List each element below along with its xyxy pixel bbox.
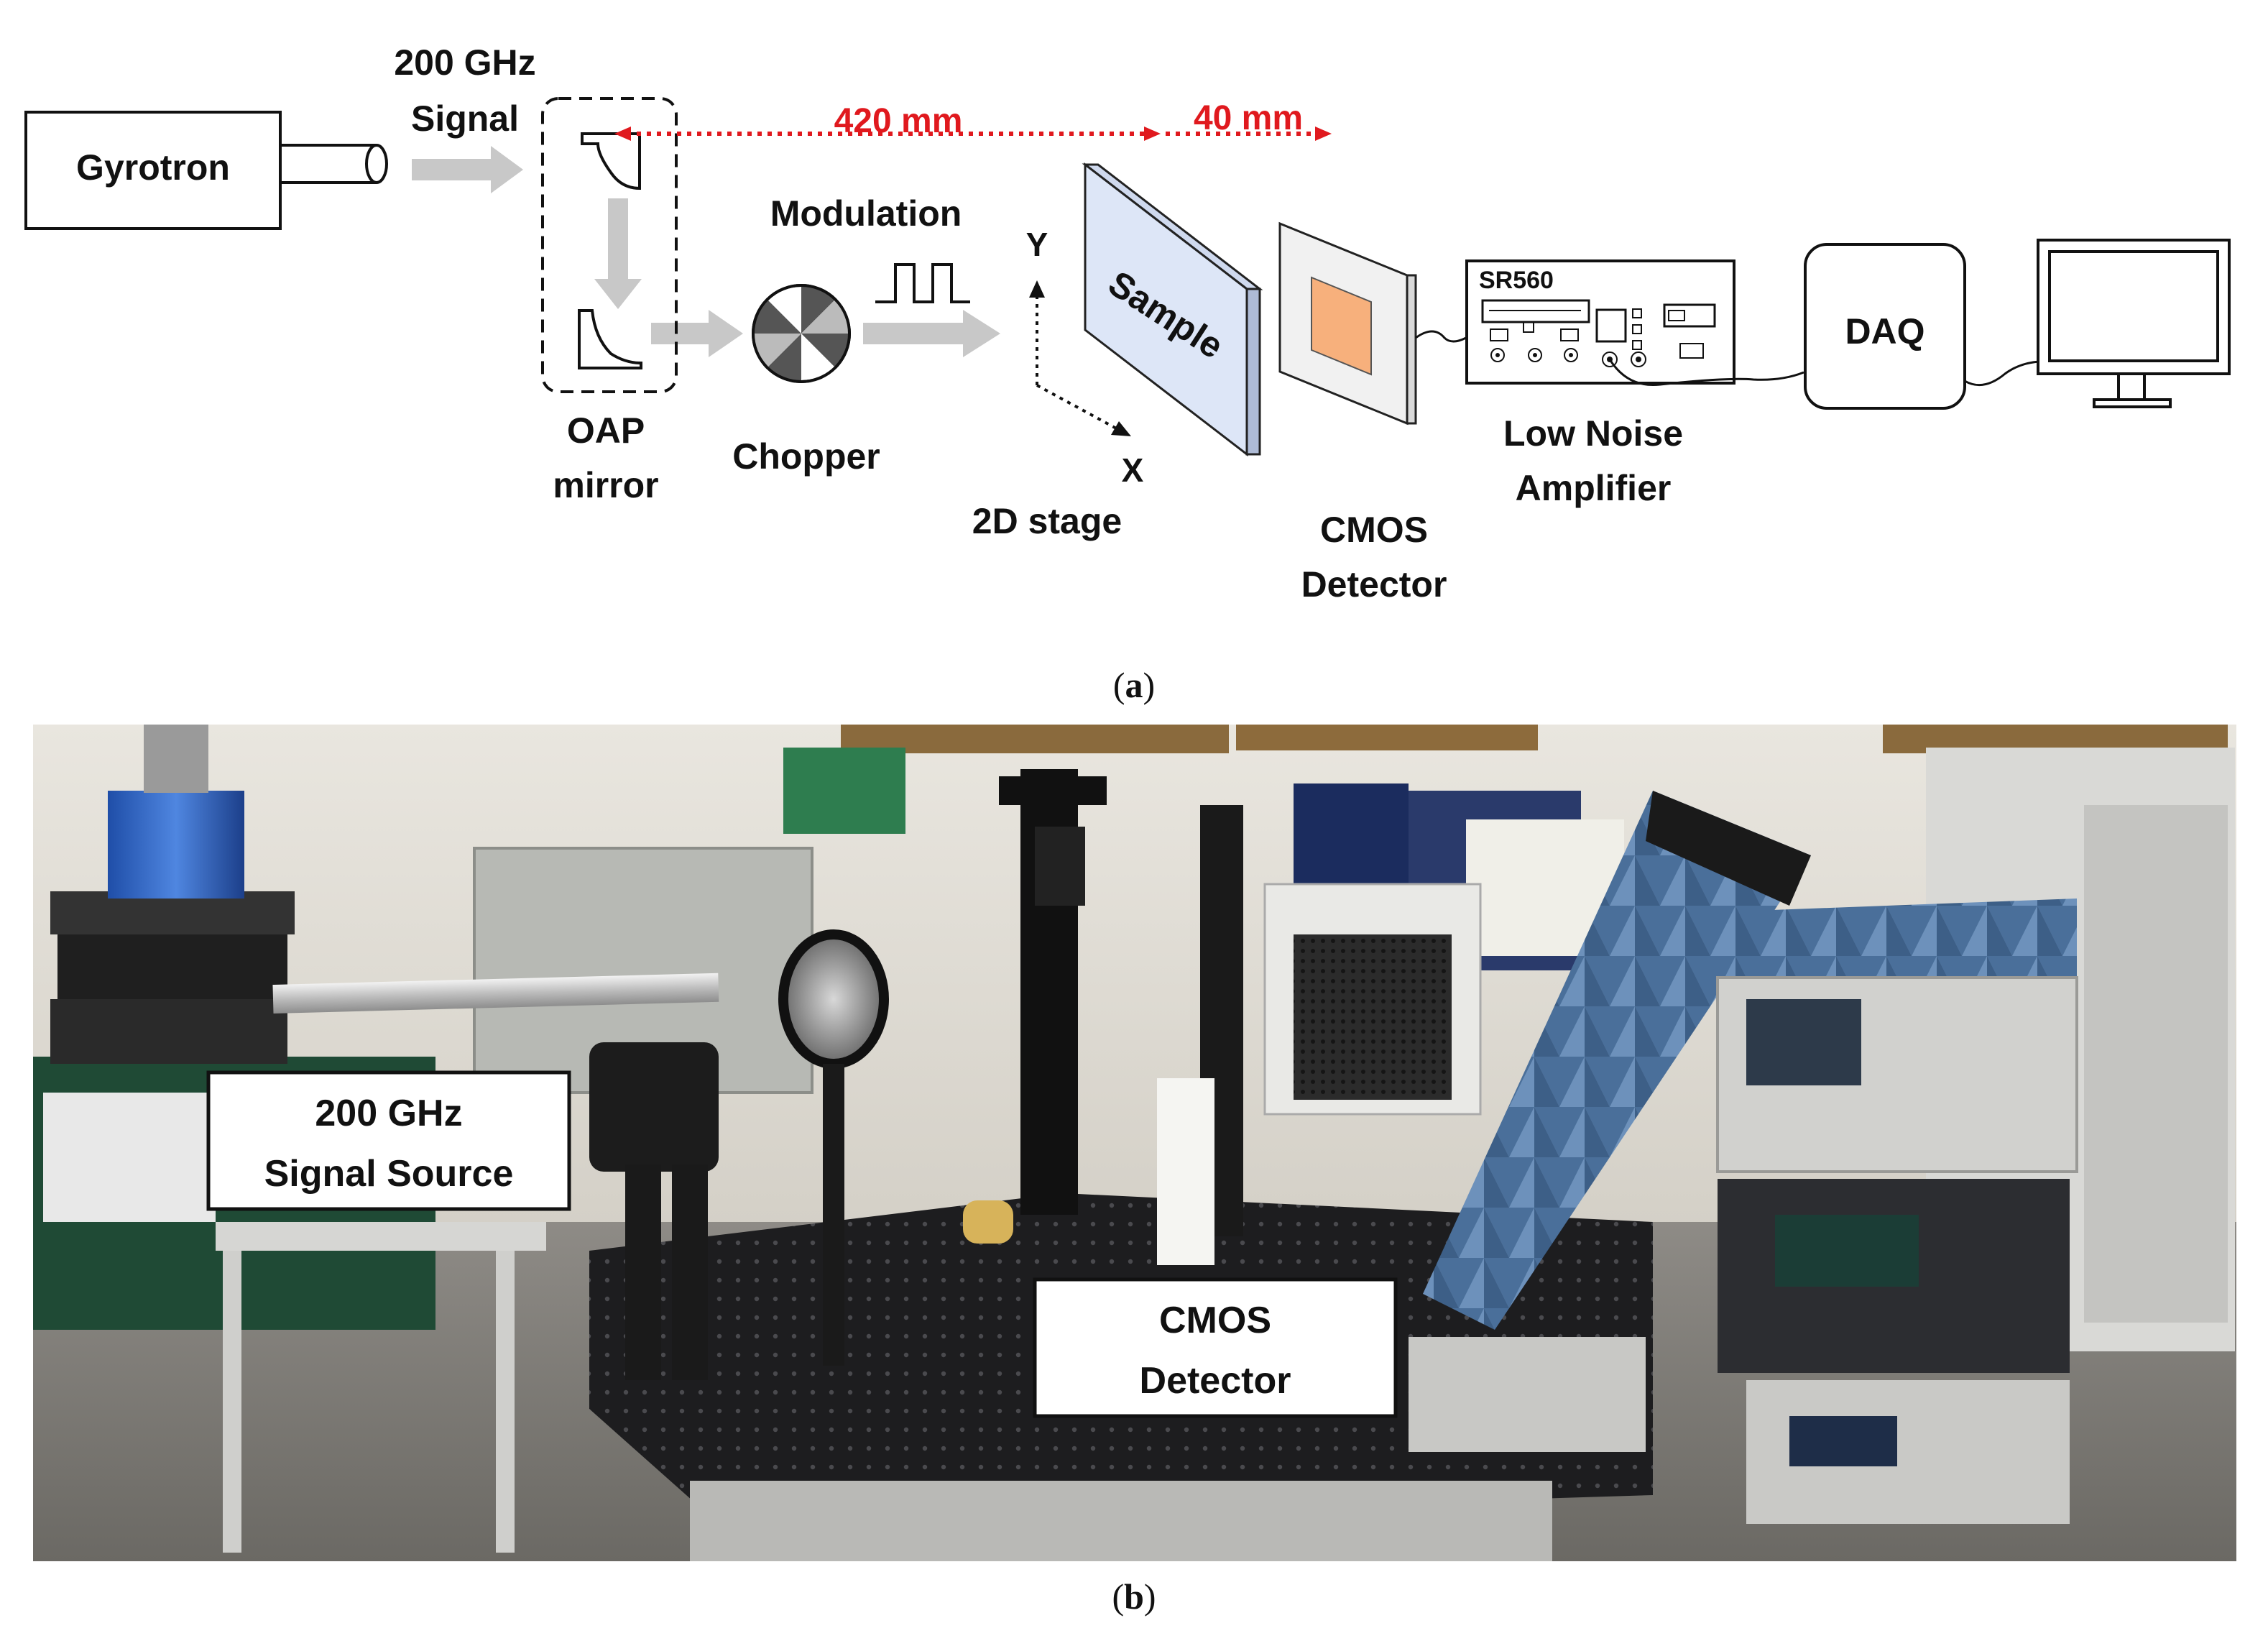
oap-mirror-group: [541, 97, 678, 393]
oap-mirror-top: [581, 132, 641, 190]
modulation-label: Modulation: [770, 193, 962, 234]
sample-slab: [1082, 162, 1263, 457]
signal-label-line1: 200 GHz: [394, 42, 535, 83]
beam-arrow-chopper-to-sample: [863, 310, 1000, 357]
cable-amplifier-daq: [1608, 359, 1804, 387]
waveguide-tube: [280, 144, 388, 184]
daq-label: DAQ: [1845, 311, 1924, 351]
distance-420mm-label: 420 mm: [834, 102, 963, 140]
gyrotron-box: [24, 111, 282, 230]
detector-callout-box: [1033, 1277, 1398, 1418]
detector-label-line2: Detector: [1140, 1360, 1291, 1402]
oap-mirror-bottom: [578, 309, 642, 369]
beam-arrow-gyrotron-to-oap: [412, 146, 523, 193]
lna-label-line1: Low Noise: [1503, 413, 1683, 454]
detector-label-line1: CMOS: [1159, 1300, 1271, 1341]
sr560-amplifier: [1465, 259, 1735, 385]
stage-axes: [1029, 280, 1131, 436]
cmos-detector-board: [1278, 221, 1417, 426]
oap-label-line2: mirror: [553, 465, 658, 505]
signal-label-line2: Signal: [411, 98, 519, 139]
sr560-model-label: SR560: [1479, 267, 1554, 294]
distance-40mm-label: 40 mm: [1194, 99, 1303, 137]
cable-detector-amplifier: [1415, 330, 1467, 343]
caption-b: (b): [1112, 1576, 1156, 1617]
modulation-pulse-icon: [875, 263, 970, 303]
lna-label-line2: Amplifier: [1516, 468, 1672, 508]
distance-420mm-marker: [614, 127, 1332, 141]
chopper-label: Chopper: [732, 436, 880, 477]
cable-daq-monitor: [1964, 360, 2040, 387]
daq-box: [1804, 243, 1966, 410]
axis-x-label: X: [1122, 451, 1144, 489]
axis-y-label: Y: [1026, 226, 1048, 263]
source-label-line1: 200 GHz: [315, 1093, 462, 1134]
gyrotron-label: Gyrotron: [76, 147, 230, 188]
cmos-label-line2: Detector: [1301, 564, 1447, 605]
source-callout-box: [206, 1070, 571, 1211]
oap-label-line1: OAP: [567, 410, 645, 451]
cmos-label-line1: CMOS: [1320, 510, 1428, 550]
beam-arrow-oap-to-chopper: [651, 310, 743, 357]
caption-a: (a): [1113, 665, 1155, 705]
beam-arrow-oap-down: [594, 198, 642, 309]
schematic-panel: Gyrotron 200 GHz Signal OAP mirror 420 m: [24, 42, 2231, 605]
source-label-line2: Signal Source: [264, 1153, 514, 1195]
monitor-icon: [2037, 239, 2231, 408]
stage-label: 2D stage: [972, 501, 1122, 541]
chopper-wheel: [752, 284, 851, 383]
